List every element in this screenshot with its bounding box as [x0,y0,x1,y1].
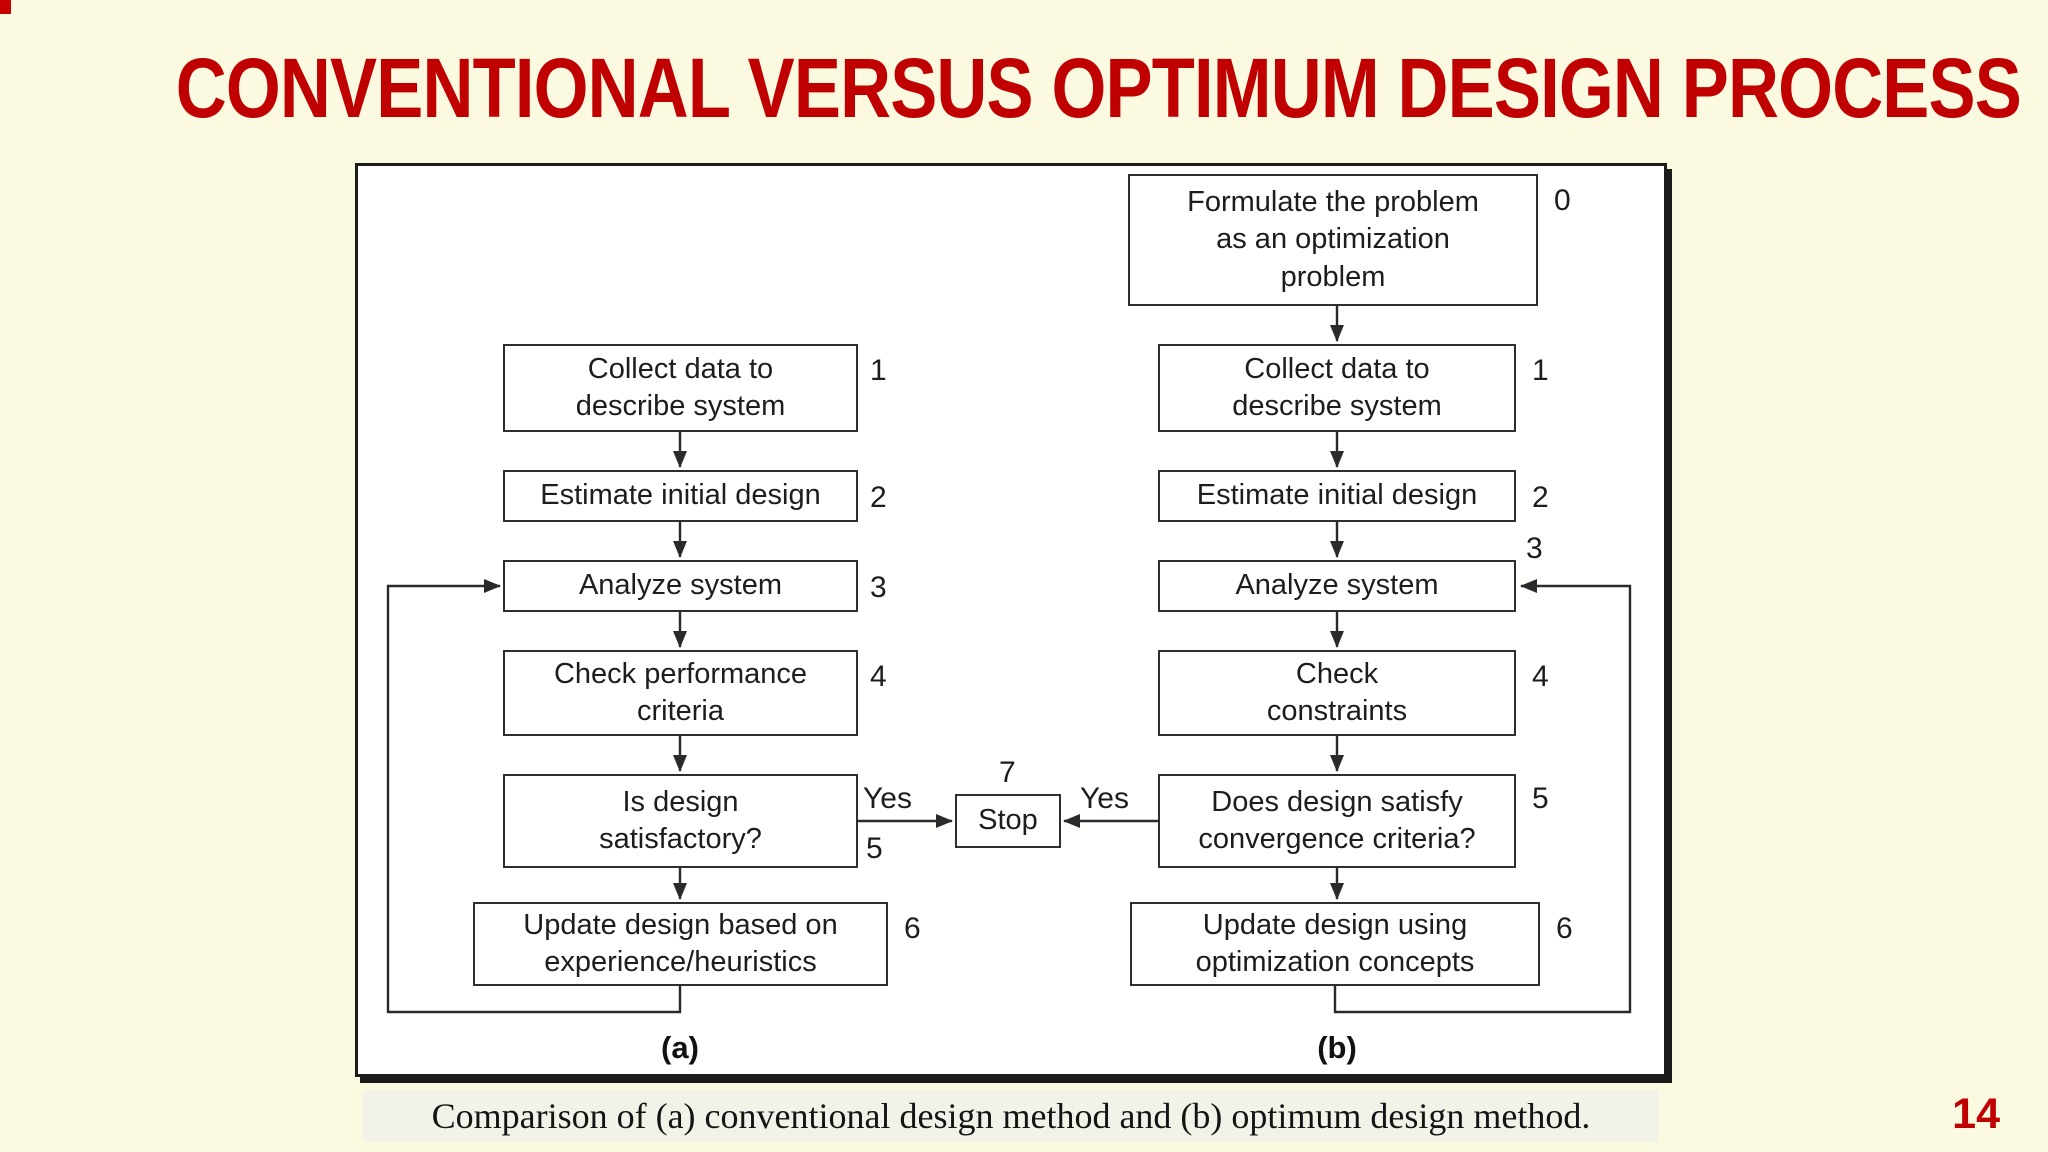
flow-box-label: Analyze system [1235,569,1439,602]
step-number-left-2: 2 [870,481,887,514]
figure-caption: Comparison of (a) conventional design me… [363,1090,1659,1142]
step-number-right-5: 5 [1532,782,1549,815]
flow-box-analyze-system-right: Analyze system [1158,560,1516,612]
step-number-left-6: 6 [904,912,921,945]
flow-box-label: Update design using optimization concept… [1195,908,1475,978]
flow-box-collect-data-right: Collect data to describe system [1158,344,1516,432]
step-number-right-1: 1 [1532,354,1549,387]
step-number-right-4: 4 [1532,660,1549,693]
diagram-panel: Formulate the problem as an optimization… [355,163,1667,1077]
step-number-left-5: 5 [866,832,883,865]
flow-box-label: Check performance criteria [553,657,808,727]
flow-box-stop: Stop [955,794,1061,848]
yes-label-right: Yes [1080,782,1129,815]
step-number-right-2: 2 [1532,481,1549,514]
flow-box-label: Check constraints [1266,657,1408,727]
flow-box-formulate-problem: Formulate the problem as an optimization… [1128,174,1538,306]
flow-connectors [386,306,1632,1014]
flow-box-update-design-right: Update design using optimization concept… [1130,902,1540,986]
flow-box-label: Analyze system [578,569,783,602]
page-title: CONVENTIONAL VERSUS OPTIMUM DESIGN PROCE… [0,44,2048,132]
flow-box-label: Collect data to describe system [1232,352,1442,422]
flow-box-label: Is design satisfactory? [599,785,762,855]
flow-box-analyze-system-left: Analyze system [503,560,858,612]
yes-label-left: Yes [863,782,912,815]
page-number: 14 [1952,1090,2000,1138]
step-number-right-0: 0 [1554,184,1571,217]
step-number-left-3: 3 [870,571,887,604]
flow-box-label: Stop [978,804,1038,837]
flow-box-collect-data-left: Collect data to describe system [503,344,858,432]
page-title-text: CONVENTIONAL VERSUS OPTIMUM DESIGN PROCE… [175,41,2022,135]
step-number-stop-7: 7 [999,756,1016,789]
panel-label-a: (a) [661,1030,699,1065]
flow-box-estimate-design-right: Estimate initial design [1158,470,1516,522]
step-number-right-3: 3 [1526,532,1543,565]
flow-box-label: Update design based on experience/heuris… [523,908,838,978]
flow-box-estimate-design-left: Estimate initial design [503,470,858,522]
flow-box-convergence-criteria: Does design satisfy convergence criteria… [1158,774,1516,868]
flow-box-update-design-left: Update design based on experience/heuris… [473,902,888,986]
flow-box-label: Collect data to describe system [575,352,786,422]
flow-box-label: Formulate the problem as an optimization… [1187,186,1479,293]
flow-box-check-performance: Check performance criteria [503,650,858,736]
flow-box-label: Estimate initial design [540,479,821,512]
flow-box-design-satisfactory: Is design satisfactory? [503,774,858,868]
step-number-left-4: 4 [870,660,887,693]
flow-box-check-constraints: Check constraints [1158,650,1516,736]
panel-label-b: (b) [1317,1030,1357,1065]
step-number-right-6: 6 [1556,912,1573,945]
flow-box-label: Estimate initial design [1196,479,1478,512]
step-number-left-1: 1 [870,354,887,387]
corner-marker [0,0,11,14]
flow-box-label: Does design satisfy convergence criteria… [1198,785,1476,855]
